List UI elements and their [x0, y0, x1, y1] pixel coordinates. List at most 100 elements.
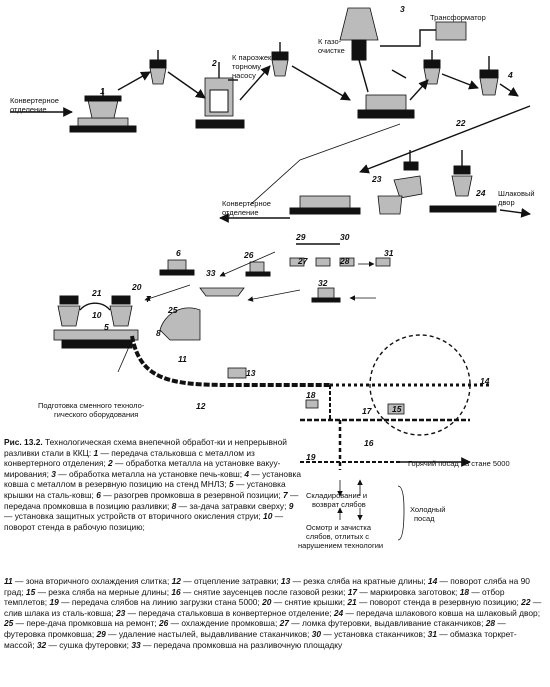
caption-item-text: — передача слябов на линию загрузки стан…	[58, 597, 260, 608]
caption-item-number: 14	[425, 576, 438, 586]
caption-item-number: 3	[48, 468, 56, 479]
caption-item-number: 19	[47, 597, 59, 608]
label-transformer: Трансформатор	[430, 13, 486, 22]
caption-item-text: — передача шлакового ковша на шлаковый д…	[343, 607, 541, 618]
num-19: 19	[306, 452, 316, 462]
station-2-vacuum	[195, 62, 245, 129]
num-7: 7	[146, 294, 152, 304]
caption-item-number: 17	[345, 586, 358, 597]
num-22: 22	[455, 118, 466, 128]
caption-item-text: — пере-дача промковша на ремонт;	[13, 618, 157, 629]
svg-text:Конвертерное: Конвертерное	[222, 199, 271, 208]
caption-item-text: — установка ковша с металлом в резервную…	[4, 468, 302, 490]
caption-item-text: — обработка металла на установке вакуу-м…	[4, 458, 281, 479]
caption-title: Технологическая схема внепечной обработ-…	[4, 437, 287, 458]
caption-item-text: — обработка металла на установке печь-ко…	[55, 468, 243, 479]
label-cold-charge: Холодный посад	[410, 505, 446, 523]
caption-item-number: 4	[242, 468, 250, 479]
caption-item-text: — снятие крышки;	[271, 597, 346, 608]
num-23: 23	[371, 174, 382, 184]
num-29: 29	[295, 232, 306, 242]
caption-item-number: 21	[345, 597, 357, 608]
caption-item-number: 10	[260, 511, 273, 522]
caption-item-number: 8	[169, 500, 177, 511]
step-numbers: 1 2 3 4 22 23 24 6 26 29 30 27 28 31 33 …	[91, 4, 513, 462]
num-26: 26	[243, 250, 254, 260]
svg-text:Осмотр и зачистка: Осмотр и зачистка	[306, 523, 372, 532]
svg-text:насосу: насосу	[232, 71, 256, 80]
num-11: 11	[178, 354, 187, 364]
caption-item-number: 27	[277, 618, 289, 629]
label-converter-left-l2: отделение	[10, 105, 47, 114]
num-21: 21	[91, 288, 102, 298]
caption-item-number: 32	[34, 639, 47, 650]
ladle-crane-1	[149, 50, 167, 85]
caption-item-text: — разогрев промковша в резервной позиции…	[100, 489, 281, 500]
caption-item-text: — поворот сляба на 90 град;	[4, 576, 530, 597]
num-5: 5	[104, 322, 109, 332]
caption-item-text: — резка сляба на мерные длины;	[35, 586, 170, 597]
label-converter-right: Конвертерное отделение	[222, 199, 271, 217]
caption-item-text: — слив шлака из сталь-ковша;	[4, 597, 542, 618]
figure-caption: Рис. 13.2. Технологическая схема внепечн…	[4, 437, 304, 532]
svg-text:слябов, отлитых с: слябов, отлитых с	[306, 532, 369, 541]
caption-item-text: — передача промковша на разливочную площ…	[140, 639, 343, 650]
svg-text:гического оборудования: гического оборудования	[54, 410, 138, 419]
caption-item-number: 24	[331, 607, 344, 618]
caption-head: Рис. 13.2.	[4, 437, 43, 447]
station-22-23-slag	[289, 150, 497, 215]
station-1-converter-transfer	[69, 88, 137, 133]
station-4-reserve	[423, 50, 499, 96]
num-2: 2	[211, 58, 217, 68]
caption-item-number: 6	[93, 489, 101, 500]
caption-item-text: — поворот стенда в резервную позицию;	[356, 597, 519, 608]
caption-item-number: 28	[483, 618, 496, 629]
num-4: 4	[507, 70, 513, 80]
caption-item-number: 9	[286, 500, 294, 511]
caption-item-number: 16	[169, 586, 181, 597]
caption-item-text: — снятие заусенцев после газовой резки;	[180, 586, 346, 597]
station-3-ladle-furnace	[339, 7, 467, 119]
label-converter-left: Конвертерное отделение	[10, 96, 59, 114]
caption-item-number: 20	[259, 597, 272, 608]
num-30: 30	[340, 232, 350, 242]
num-8: 8	[156, 328, 161, 338]
svg-text:посад: посад	[414, 514, 435, 523]
caption-item-text: — отбор темплетов;	[4, 586, 505, 608]
svg-text:возврат слябов: возврат слябов	[312, 500, 366, 509]
caption-item-number: 2	[105, 458, 113, 469]
caption-item-number: 22	[518, 597, 531, 608]
caption-item-number: 25	[4, 618, 14, 629]
num-14: 14	[480, 376, 490, 386]
num-32: 32	[318, 278, 328, 288]
caption-item-text: — за-дача затравки сверху;	[176, 500, 287, 511]
num-28: 28	[339, 256, 350, 266]
caption-item-text: — передача промковша в позицию разливки;	[4, 489, 299, 511]
caption-item-text: — поворот стенда в рабочую позицию;	[4, 511, 284, 532]
num-24: 24	[475, 188, 486, 198]
caption-item-text: — отцепление затравки;	[180, 576, 279, 586]
caption-item-text: — удаление настылей, выдавливание стакан…	[105, 628, 310, 639]
num-18: 18	[306, 390, 316, 400]
caption-item-number: 29	[94, 628, 106, 639]
caption-item-text: — передача стальковша в конвертерное отд…	[125, 607, 332, 618]
caster-turret	[53, 295, 201, 349]
num-1: 1	[100, 86, 105, 96]
caption-item-text: — резка сляба на кратные длины;	[290, 576, 426, 586]
caption-item-text: — охлаждение промковша;	[168, 618, 278, 629]
caption-item-number: 5	[226, 479, 234, 490]
num-13: 13	[246, 368, 256, 378]
caption-item-text: — передача стальковша с металлом из конв…	[4, 447, 255, 469]
num-15: 15	[392, 404, 402, 414]
figure-caption-continued: 11 — зона вторичного охлаждения слитка; …	[4, 576, 546, 650]
num-31: 31	[384, 248, 394, 258]
svg-text:Подготовка сменного техноло-: Подготовка сменного техноло-	[38, 401, 145, 410]
svg-text:очистке: очистке	[318, 46, 345, 55]
svg-text:нарушением технологии: нарушением технологии	[298, 541, 383, 550]
caption-item-number: 11	[4, 576, 13, 586]
label-storage: Складирование и возврат слябов	[306, 491, 367, 509]
caption-item-number: 18	[457, 586, 470, 597]
caption-item-text: — обмазка торкрет-массой;	[4, 628, 517, 650]
caption-item-text: — установка стаканчиков;	[321, 628, 426, 639]
